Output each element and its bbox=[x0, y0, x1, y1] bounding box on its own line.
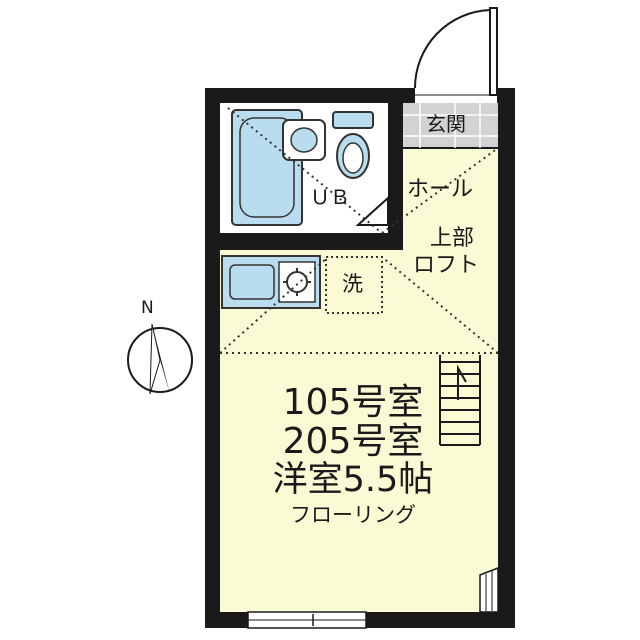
washer-label: 洗 bbox=[342, 272, 363, 296]
unit-bath-label: ＵＢ bbox=[310, 185, 350, 209]
bath-side-wall bbox=[388, 103, 403, 250]
loft-ladder bbox=[439, 355, 481, 446]
room-number-105: 105号室 bbox=[282, 382, 424, 423]
ladder-direction-arrow bbox=[457, 364, 467, 400]
compass-north-label: N bbox=[141, 298, 154, 318]
entrance-label: 玄関 bbox=[426, 112, 466, 136]
entrance-door-leaf bbox=[489, 7, 498, 96]
loft-label-line2: ロフト bbox=[413, 253, 480, 278]
toilet-tank bbox=[332, 111, 374, 129]
loft-outline bbox=[219, 107, 499, 354]
flooring-label: フローリング bbox=[290, 503, 416, 527]
compass bbox=[127, 323, 193, 395]
entrance-floor bbox=[403, 103, 498, 148]
hall-label: ホール bbox=[407, 177, 474, 202]
washer-space bbox=[325, 256, 383, 314]
entrance-door-swing bbox=[414, 9, 491, 89]
room-number-205: 205号室 bbox=[282, 421, 424, 462]
bath-lower-wall bbox=[220, 233, 403, 250]
loft-label-line1: 上部 bbox=[430, 226, 475, 251]
entrance-tile-pattern bbox=[403, 103, 498, 148]
room-type-size: 洋室5.5帖 bbox=[272, 460, 434, 500]
bay-window bbox=[479, 566, 499, 613]
north-arrow bbox=[152, 324, 170, 394]
kitchen-sink bbox=[229, 264, 275, 300]
